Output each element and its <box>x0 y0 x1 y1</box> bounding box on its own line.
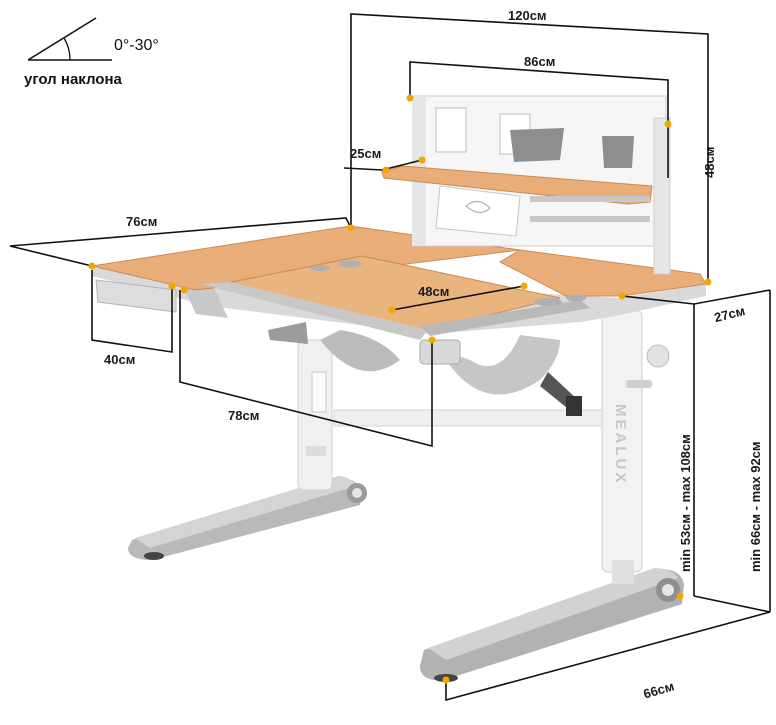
dimension-desk-depth: 76см <box>9 214 352 267</box>
dimension-desk-depth-label: 76см <box>126 214 157 229</box>
dimension-side-depth-label: 27см <box>713 303 747 325</box>
dimension-desk-height: min 53см - max 108см <box>678 304 695 596</box>
dimension-shelf-height: 48см <box>667 124 717 178</box>
tilt-mechanism <box>268 322 582 416</box>
dimension-total-height-label: min 66см - max 92см <box>748 441 763 572</box>
tilt-angle-icon <box>27 17 112 61</box>
tilt-angle-caption: угол наклона <box>24 71 123 88</box>
dimension-total-width-label: 120см <box>508 8 547 23</box>
dimension-tabletop-width-label: 78см <box>228 408 259 423</box>
dimension-shelf-depth-label: 25см <box>350 146 381 161</box>
dimension-drawer-depth: 40см <box>91 270 173 367</box>
dimension-tabletop-width: 78см <box>179 290 433 448</box>
dimension-desk-height-label: min 53см - max 108см <box>678 434 693 572</box>
desk-base <box>128 476 684 682</box>
dimension-drawer-depth-label: 40см <box>104 352 135 367</box>
right-column: MEALUX <box>601 309 670 584</box>
dimension-shelf-width-label: 86см <box>524 54 555 69</box>
dimension-shelf-depth: 25см <box>343 146 423 171</box>
dimension-tray-width: 48см <box>391 284 525 311</box>
brand-logo: MEALUX <box>612 404 629 485</box>
dimension-shelf-height-label: 48см <box>702 147 717 178</box>
reference-dots <box>88 94 712 684</box>
dimension-base-depth-label: 66см <box>642 678 676 701</box>
left-column <box>297 339 607 491</box>
dimension-total-height: min 66см - max 92см <box>748 290 771 612</box>
dimension-tray-width-label: 48см <box>418 284 449 299</box>
dimension-shelf-width: 86см <box>409 54 669 124</box>
tilt-angle-range: 0°-30° <box>114 37 159 54</box>
desk-hutch <box>381 95 671 275</box>
dimension-total-width: 120см <box>350 8 709 282</box>
